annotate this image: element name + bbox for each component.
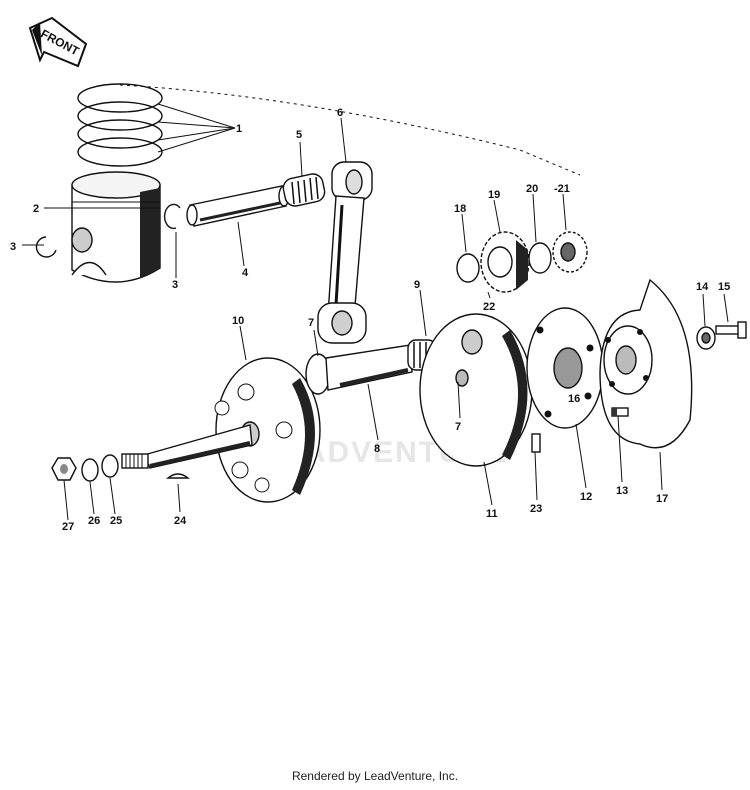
- front-arrow-badge: FRONT: [28, 16, 88, 68]
- piston-pin: [186, 185, 290, 227]
- bolt-15: [715, 321, 747, 339]
- callout-6: 6: [337, 107, 343, 119]
- callout-7-left: 7: [308, 317, 314, 329]
- nut-14: [696, 326, 716, 350]
- callout-7-right: 7: [455, 421, 461, 433]
- gear-21: [552, 231, 588, 273]
- callout-21: -21: [554, 183, 570, 195]
- callout-22: 22: [483, 301, 495, 313]
- callout-5: 5: [296, 129, 302, 141]
- callout-3-right: 3: [172, 279, 178, 291]
- gear-19: [480, 231, 530, 293]
- callout-26: 26: [88, 515, 100, 527]
- nut-27: [51, 457, 77, 481]
- callout-12: 12: [580, 491, 592, 503]
- crank-pin: [305, 344, 413, 395]
- circlip-left: [35, 236, 57, 258]
- callout-11: 11: [486, 508, 498, 520]
- callout-25: 25: [110, 515, 122, 527]
- callout-4: 4: [242, 267, 249, 279]
- callout-15: 15: [718, 281, 730, 293]
- callout-labels: 1 2 3 3 4 5 6 7 7 8 9 10 11 12 13 14 15 …: [10, 107, 730, 533]
- callout-20: 20: [526, 183, 538, 195]
- callout-10: 10: [232, 315, 244, 327]
- key-24: [166, 473, 190, 479]
- washer-26: [81, 458, 99, 482]
- callout-3-left: 3: [10, 241, 16, 253]
- callout-17: 17: [656, 493, 668, 505]
- connecting-rod: [317, 161, 373, 344]
- washer-20: [528, 242, 552, 274]
- callout-27: 27: [62, 521, 74, 533]
- callout-16: 16: [568, 393, 580, 405]
- callout-24: 24: [174, 515, 187, 527]
- callout-1: 1: [236, 123, 242, 135]
- callout-14: 14: [696, 281, 709, 293]
- screw-13: [611, 407, 629, 417]
- crank-half-left: [121, 357, 321, 503]
- bearing-plate: [526, 307, 604, 429]
- callout-23: 23: [530, 503, 542, 515]
- leader-lines: [22, 103, 729, 521]
- callout-18: 18: [454, 203, 466, 215]
- callout-2: 2: [33, 203, 39, 215]
- callout-9: 9: [414, 279, 420, 291]
- piston-rings: [77, 83, 163, 167]
- callout-19: 19: [488, 189, 500, 201]
- rotary-disc: [599, 278, 693, 449]
- washer-18: [456, 253, 480, 283]
- piston: [71, 171, 161, 283]
- small-end-bearing: [282, 173, 326, 207]
- washer-25: [101, 454, 119, 478]
- circlip-right: [163, 203, 181, 230]
- pin-23: [531, 433, 541, 453]
- callout-8: 8: [374, 443, 380, 455]
- callout-13: 13: [616, 485, 628, 497]
- footer-credit: Rendered by LeadVenture, Inc.: [291, 769, 459, 783]
